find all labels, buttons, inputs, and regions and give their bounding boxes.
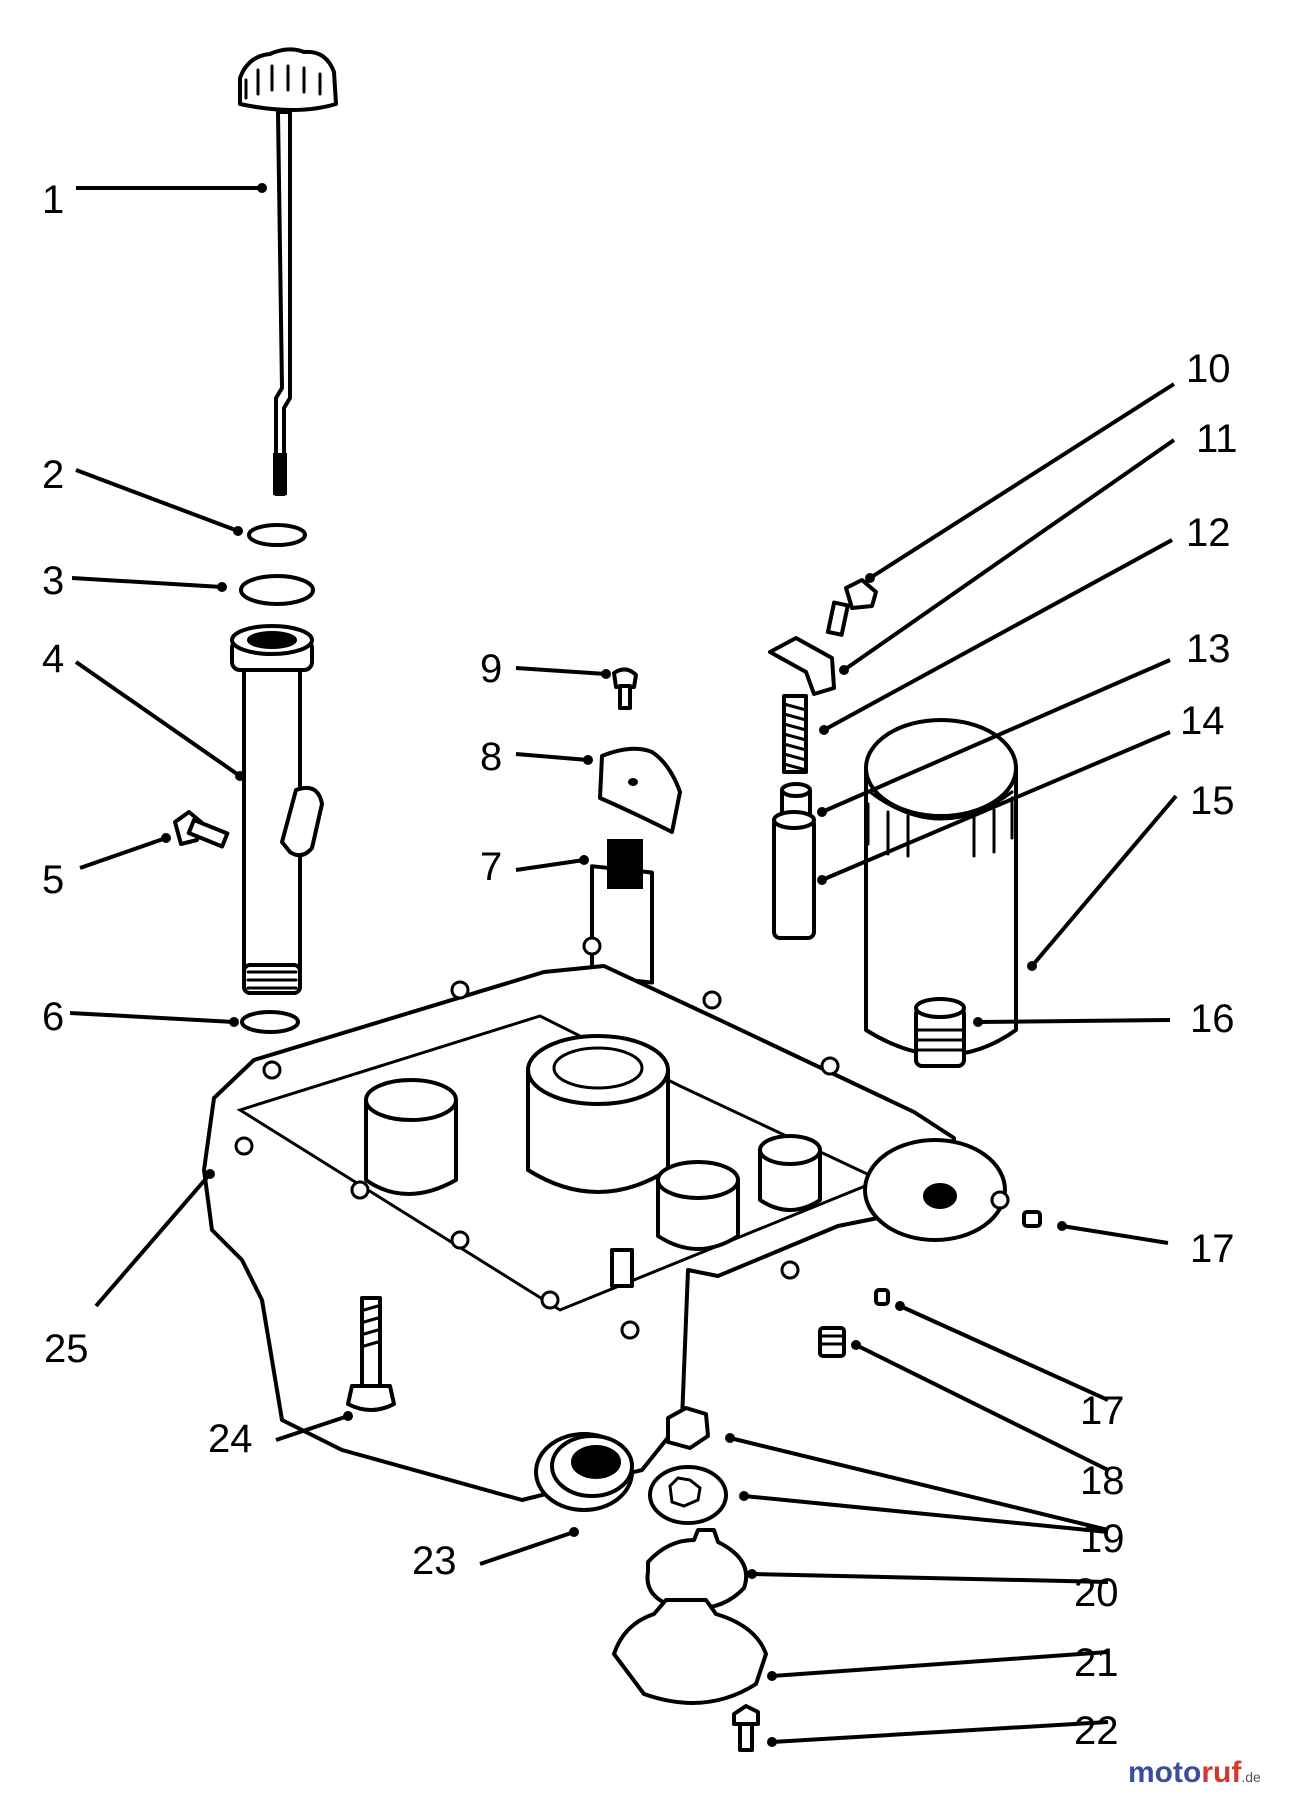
pump-cover [612,1598,768,1705]
tube-bolt [173,810,230,849]
callout-8: 8 [480,735,502,779]
bolt-24 [346,1296,396,1412]
callout-23: 23 [412,1539,457,1583]
decal [590,839,654,985]
screw-22 [732,1704,760,1752]
oil-pan [202,936,1010,1502]
callout-21: 21 [1074,1641,1119,1685]
dipstick [238,47,338,496]
callout-labels: 1 2 3 4 5 6 7 8 9 10 11 12 13 14 15 16 1… [42,178,1238,1753]
o-ring-large [239,574,315,606]
bracket-11 [768,636,836,696]
spring-12 [782,694,808,774]
callout-7: 7 [480,845,502,889]
callout-22: 22 [1074,1709,1119,1753]
callout-2: 2 [42,453,64,497]
callout-3: 3 [42,559,64,603]
callout-17b: 17 [1080,1389,1125,1433]
screw-9 [612,667,638,710]
callout-17a: 17 [1190,1227,1235,1271]
watermark-tld: .de [1241,1769,1261,1785]
callout-15: 15 [1190,779,1235,823]
outer-rotor [648,1465,728,1525]
o-ring-tube-bottom [240,1010,300,1034]
callout-24: 24 [208,1417,253,1461]
plug-17-bottom [874,1288,890,1306]
inner-rotor [666,1406,710,1450]
callout-20: 20 [1074,1571,1119,1615]
leader-lines [69,186,1178,1744]
callout-13: 13 [1186,627,1231,671]
callout-1: 1 [42,178,64,222]
callout-4: 4 [42,637,64,681]
watermark-brand-b: ruf [1201,1756,1242,1789]
sleeve-14 [772,810,816,940]
callout-14: 14 [1180,699,1225,743]
o-ring-small [247,523,307,547]
bolt-10 [825,578,878,637]
callout-9: 9 [480,647,502,691]
callout-12: 12 [1186,511,1231,555]
callout-25: 25 [44,1327,89,1371]
callout-19: 19 [1080,1517,1125,1561]
callout-16: 16 [1190,997,1235,1041]
motoruf-watermark: motoruf.de [1128,1756,1261,1789]
leader-dots [161,183,1067,1747]
callout-18: 18 [1080,1459,1125,1503]
watermark-brand-a: moto [1128,1756,1201,1789]
callout-11: 11 [1196,417,1238,461]
plug-17-side [1022,1210,1042,1228]
svg-text:motoruf.de: motoruf.de [1128,1756,1261,1789]
dipstick-tube [230,624,324,995]
callout-5: 5 [42,858,64,902]
cover-plate [598,746,682,834]
callout-6: 6 [42,995,64,1039]
gasket [645,1528,749,1611]
callout-10: 10 [1186,347,1231,391]
nipple-fitting [914,997,966,1068]
plug-18 [818,1326,846,1358]
oil-seal [534,1432,634,1512]
